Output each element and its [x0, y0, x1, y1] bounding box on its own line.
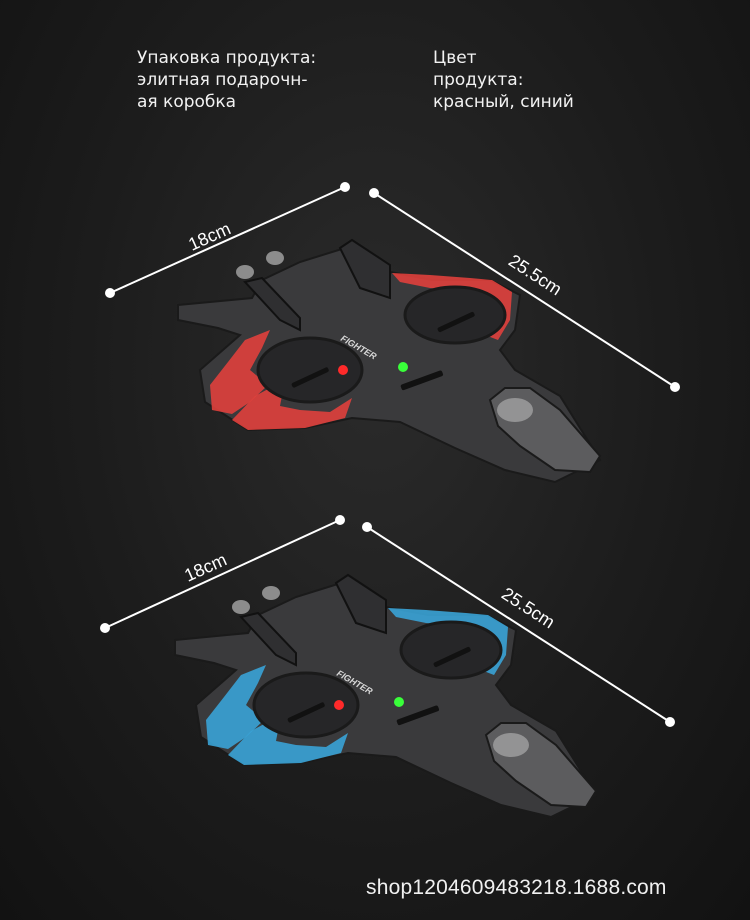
product-blue-illustration: 18cm 25.5cm FIGHTER	[100, 515, 675, 819]
width-dimension-dot-start	[105, 288, 115, 298]
width-dimension-dot-start	[100, 623, 110, 633]
info-packaging: Упаковка продукта: элитная подарочн- ая …	[137, 47, 316, 113]
packaging-line-1: Упаковка продукта:	[137, 48, 317, 68]
shop-watermark: shop1204609483218.1688.com	[366, 876, 667, 899]
length-dimension-dot-end	[665, 717, 675, 727]
led-red	[334, 700, 344, 710]
fighter-drone-red: FIGHTER	[177, 238, 602, 484]
length-dimension-dot-start	[369, 188, 379, 198]
length-dimension-line	[373, 192, 676, 388]
width-dimension-dot-end	[340, 182, 350, 192]
led-green	[398, 362, 408, 372]
product-red: 18cm 25.5cm	[0, 170, 750, 510]
info-color: Цвет продукта: красный, синий	[433, 47, 574, 113]
fighter-drone-blue: FIGHTER	[174, 573, 598, 819]
width-label: 18cm	[181, 549, 229, 585]
packaging-line-3: ая коробка	[137, 92, 237, 112]
product-red-illustration: 18cm 25.5cm	[105, 182, 680, 484]
length-dimension-dot-end	[670, 382, 680, 392]
length-dimension-dot-start	[362, 522, 372, 532]
width-dimension-dot-end	[335, 515, 345, 525]
color-line-3: красный, синий	[433, 92, 574, 112]
color-line-2: продукта:	[433, 70, 524, 90]
length-dimension-line	[366, 526, 671, 723]
led-red	[338, 365, 348, 375]
color-line-1: Цвет	[433, 48, 477, 68]
width-dimension-line	[104, 519, 341, 629]
product-blue: 18cm 25.5cm FIGHTER	[0, 505, 750, 845]
led-green	[394, 697, 404, 707]
width-dimension-line	[109, 186, 346, 294]
packaging-line-2: элитная подарочн-	[137, 70, 308, 90]
